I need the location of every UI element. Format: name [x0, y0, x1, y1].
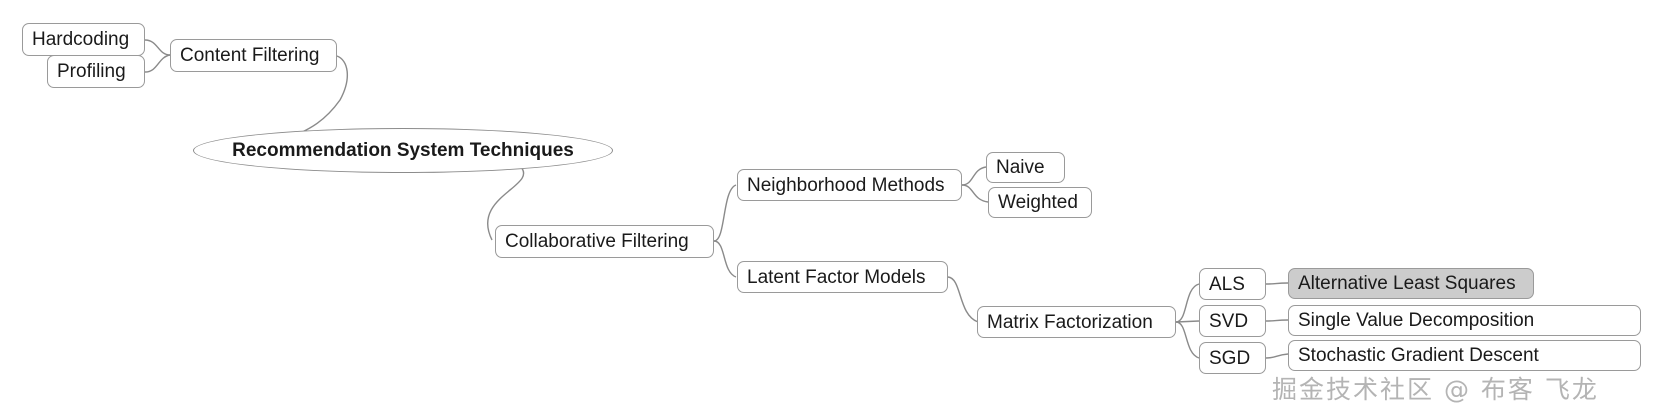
node-collaborative-filtering-label: Collaborative Filtering: [505, 231, 689, 252]
node-als[interactable]: ALS: [1199, 268, 1266, 300]
node-latent-factor-models-label: Latent Factor Models: [747, 266, 926, 288]
node-single-value-decomposition-label: Single Value Decomposition: [1298, 310, 1535, 331]
edge-matrix-sgd: [1175, 321, 1200, 359]
node-root-recommendation-system-techniques[interactable]: Recommendation System Techniques: [193, 128, 613, 173]
node-latent-factor-models[interactable]: Latent Factor Models: [737, 261, 948, 293]
node-neighborhood-methods-label: Neighborhood Methods: [747, 174, 945, 196]
node-svd[interactable]: SVD: [1199, 305, 1266, 337]
node-hardcoding-label: Hardcoding: [32, 29, 130, 50]
node-stochastic-gradient-descent-label: Stochastic Gradient Descent: [1298, 345, 1539, 366]
node-collaborative-filtering[interactable]: Collaborative Filtering: [495, 225, 714, 258]
node-matrix-factorization[interactable]: Matrix Factorization: [977, 306, 1176, 338]
node-weighted-label: Weighted: [998, 192, 1078, 213]
node-alternative-least-squares[interactable]: Alternative Least Squares: [1288, 268, 1534, 299]
edge-hardcoding-content-filtering: [144, 39, 171, 56]
node-naive[interactable]: Naive: [986, 152, 1065, 183]
node-root-label: Recommendation System Techniques: [232, 140, 574, 161]
edge-matrix-svd: [1175, 320, 1200, 323]
node-content-filtering-label: Content Filtering: [180, 45, 320, 66]
node-svd-label: SVD: [1209, 310, 1249, 332]
node-stochastic-gradient-descent[interactable]: Stochastic Gradient Descent: [1288, 340, 1641, 371]
edge-neighborhood-weighted: [961, 184, 989, 203]
node-content-filtering[interactable]: Content Filtering: [170, 39, 337, 72]
edge-svd-full: [1265, 319, 1289, 322]
edge-profiling-content-filtering: [144, 54, 171, 73]
node-profiling-label: Profiling: [57, 61, 126, 82]
edge-latent-matrix: [947, 276, 979, 323]
node-hardcoding[interactable]: Hardcoding: [22, 23, 145, 56]
edge-collaborative-latent: [713, 240, 737, 278]
node-matrix-factorization-label: Matrix Factorization: [987, 311, 1153, 333]
edge-matrix-als: [1175, 283, 1200, 323]
edge-collaborative-neighborhood: [713, 184, 737, 242]
node-profiling[interactable]: Profiling: [47, 55, 145, 88]
edge-sgd-full: [1265, 353, 1289, 359]
node-weighted[interactable]: Weighted: [988, 187, 1092, 218]
node-sgd[interactable]: SGD: [1199, 342, 1266, 374]
node-single-value-decomposition[interactable]: Single Value Decomposition: [1288, 305, 1641, 336]
node-alternative-least-squares-label: Alternative Least Squares: [1298, 273, 1516, 294]
node-als-label: ALS: [1209, 273, 1245, 295]
node-sgd-label: SGD: [1209, 347, 1251, 369]
edge-als-full: [1265, 282, 1289, 285]
watermark-text: 掘金技术社区 @ 布客 飞龙: [1272, 375, 1599, 404]
node-neighborhood-methods[interactable]: Neighborhood Methods: [737, 169, 962, 201]
edge-neighborhood-naive: [961, 166, 987, 186]
node-naive-label: Naive: [996, 157, 1045, 178]
